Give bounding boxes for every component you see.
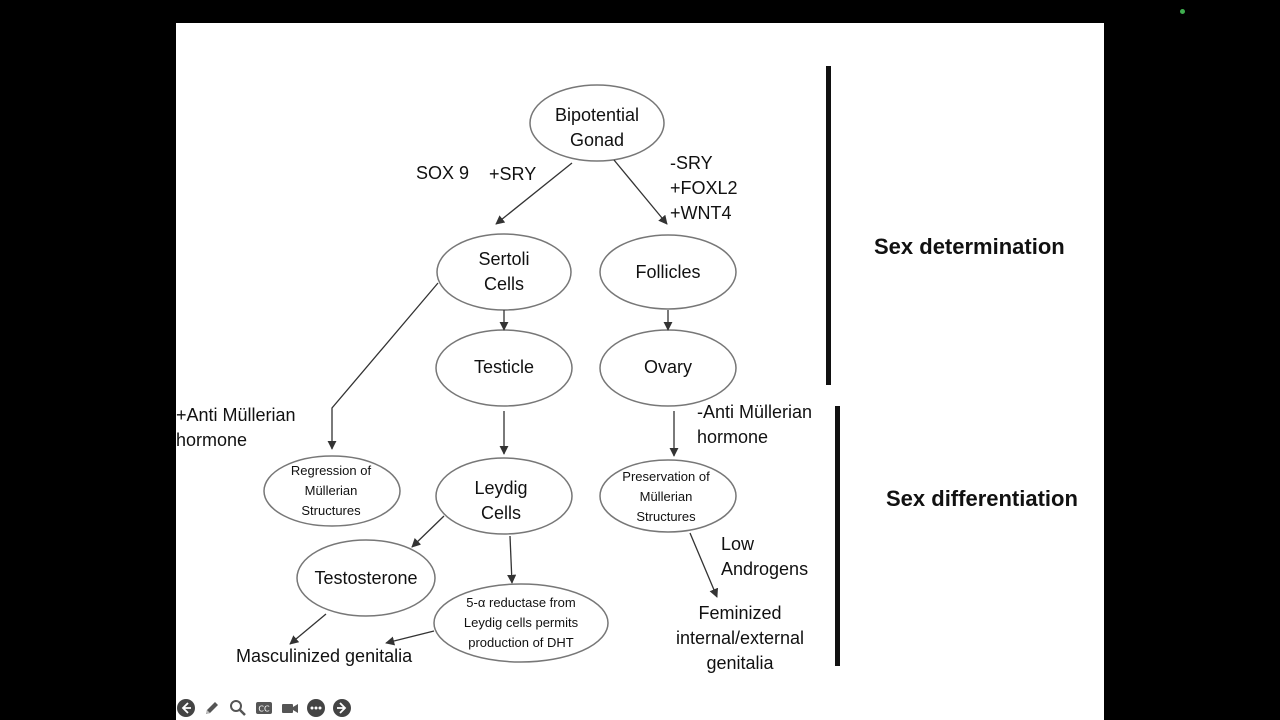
node-shape-bipotential (529, 84, 665, 162)
svg-text:CC: CC (258, 705, 270, 714)
node-leydig-cells: Leydig Cells (474, 478, 528, 523)
recording-indicator (1180, 9, 1185, 14)
node-testosterone: Testosterone (314, 568, 418, 588)
label-sox9: SOX 9 (416, 163, 470, 183)
pen-icon[interactable] (202, 698, 222, 718)
label-low-androgens: Low Androgens (721, 534, 809, 579)
edge-reductase-masculinized (385, 630, 435, 646)
node-shape-regression (263, 455, 401, 527)
zoom-icon[interactable] (228, 698, 248, 718)
arrow-left-icon[interactable] (176, 698, 196, 718)
label-masculinized-genitalia: Masculinized genitalia (236, 646, 413, 666)
node-shape-leydig (435, 457, 573, 535)
heading-sex-differentiation: Sex differentiation (886, 486, 1078, 511)
node-sertoli-cells: Sertoli Cells (478, 249, 530, 294)
flowchart-diagram (263, 66, 840, 666)
edge-testosterone-masculinized (289, 613, 327, 645)
arrow-right-icon[interactable] (332, 698, 352, 718)
edge-gonad-follicles (613, 159, 668, 225)
heading-sex-determination: Sex determination (874, 234, 1065, 259)
slide: Bipotential Gonad Sertoli Cells Follicle… (176, 23, 1104, 720)
label-minus-sry-foxl2-wnt4: -SRY +FOXL2 +WNT4 (670, 153, 738, 223)
label-plus-anti-mullerian: +Anti Müllerian hormone (176, 405, 296, 450)
edge-preservation-feminized (689, 532, 719, 598)
more-icon[interactable] (306, 698, 326, 718)
node-shape-testosterone (296, 539, 436, 617)
label-feminized-genitalia: Feminized internal/external genitalia (675, 603, 805, 673)
edge-leydig-testosterone (411, 515, 445, 548)
node-ovary: Ovary (643, 357, 692, 377)
captions-icon[interactable]: CC (254, 698, 274, 718)
divider-bar-determination (826, 66, 831, 385)
node-preservation: Preservation of Müllerian Structures (622, 469, 710, 524)
node-follicles: Follicles (635, 262, 701, 282)
node-shape-preservation (599, 459, 737, 533)
node-5-alpha-reductase: 5-α reductase from Leydig cells permits … (463, 595, 579, 650)
edge-leydig-reductase (507, 535, 517, 584)
node-bipotential-gonad: Bipotential Gonad (554, 105, 640, 150)
node-shape-follicles (599, 234, 737, 310)
edge-gonad-sertoli (495, 162, 573, 225)
label-minus-anti-mullerian: -Anti Müllerian hormone (697, 402, 813, 447)
divider-bar-differentiation (835, 406, 840, 666)
edge-sertoli-regression (327, 282, 439, 450)
camera-icon[interactable] (280, 698, 300, 718)
presentation-toolbar: CC (176, 698, 352, 718)
node-regression: Regression of Müllerian Structures (290, 463, 372, 518)
node-shape-reductase (433, 583, 609, 663)
label-plus-sry: +SRY (489, 164, 537, 184)
node-testicle: Testicle (473, 357, 535, 377)
